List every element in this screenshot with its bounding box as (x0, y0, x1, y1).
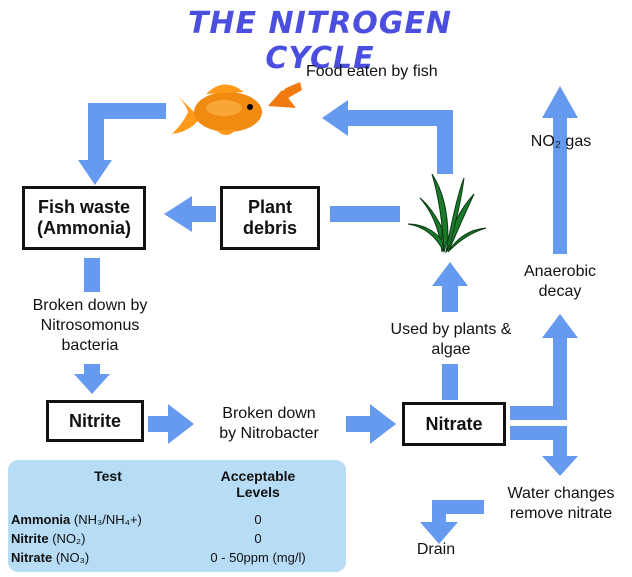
row-name: Nitrate (11, 550, 52, 565)
arrow-anaerobic-up-v (553, 336, 567, 420)
arrow-waste-down-1 (84, 258, 100, 292)
row-name: Ammonia (11, 512, 70, 527)
row-name: Nitrite (11, 531, 49, 546)
arrow-water-down-v (553, 426, 567, 458)
table-row: Ammonia (NH₃/NH₄+) 0 (8, 512, 346, 530)
row-level: 0 (193, 531, 323, 546)
arrow-plant-to-debris (330, 206, 400, 222)
arrow-nitrite-right-body (148, 416, 170, 432)
arrow-nitrite-right-head (168, 404, 194, 444)
row-level: 0 (193, 512, 323, 527)
arrow-plant-to-fish-h (346, 110, 453, 126)
node-nitrite: Nitrite (46, 400, 144, 442)
row-formula: (NO₃) (56, 550, 89, 565)
arrow-anaerobic-up-head (542, 314, 578, 338)
table-header-levels: Acceptable Levels (193, 468, 323, 500)
arrow-nitrate-up-1 (442, 364, 458, 400)
row-formula: (NO₂) (52, 531, 85, 546)
arrow-plant-to-fish-head (322, 100, 348, 136)
arrow-fish-to-waste-v (88, 103, 104, 161)
arrow-drain-v (432, 500, 446, 524)
arrow-nitrate-up-2 (442, 284, 458, 312)
aquatic-plant-icon (402, 168, 488, 254)
table-row: Nitrite (NO₂) 0 (8, 531, 346, 549)
table-header-test: Test (68, 468, 148, 484)
table-row: Nitrate (NO₃) 0 - 50ppm (mg/l) (8, 550, 346, 568)
label-nitrobacter: Broken down by Nitrobacter (194, 404, 344, 444)
node-nitrate: Nitrate (402, 402, 506, 446)
label-nitrosomonas: Broken down by Nitrosomonus bacteria (6, 296, 174, 356)
arrow-nitrate-up-head (432, 262, 468, 286)
acceptable-levels-table: Test Acceptable Levels Ammonia (NH₃/NH₄+… (8, 460, 346, 572)
label-water-changes: Water changes remove nitrate (492, 484, 630, 524)
arrow-waste-down-head (74, 374, 110, 394)
goldfish-icon (166, 74, 276, 144)
node-plant-debris: Plant debris (220, 186, 320, 250)
arrow-debris-to-waste-body (190, 206, 216, 222)
row-level: 0 - 50ppm (mg/l) (193, 550, 323, 565)
arrow-no2-up-head (542, 86, 578, 118)
arrow-nitrate-in-body (346, 416, 372, 432)
arrow-debris-to-waste-head (164, 196, 192, 232)
label-anaerobic-decay: Anaerobic decay (505, 262, 615, 302)
row-formula: (NH₃/NH₄+) (74, 512, 142, 527)
label-used-by-plants: Used by plants & algae (368, 320, 534, 360)
node-fish-waste: Fish waste (Ammonia) (22, 186, 146, 250)
arrow-nitrate-in-head (370, 404, 396, 444)
label-drain: Drain (406, 540, 466, 560)
label-food-eaten: Food eaten by fish (306, 62, 506, 82)
label-no2-gas: NO₂ gas (514, 132, 608, 152)
arrow-water-down-head (542, 456, 578, 476)
arrow-fish-to-waste-head (78, 160, 112, 185)
